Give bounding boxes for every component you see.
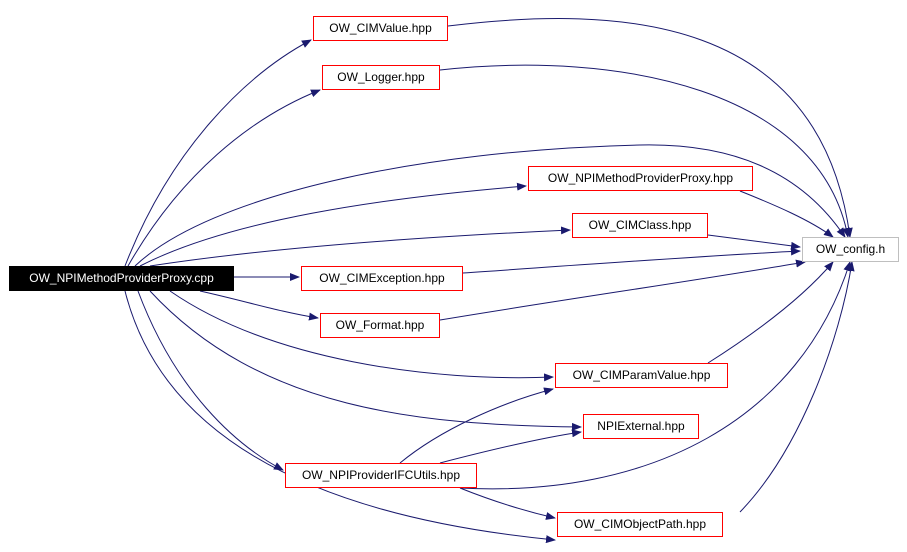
edge-cimvalue-to-config <box>447 18 853 238</box>
node-ow-npimethodproviderproxy-cpp[interactable]: OW_NPIMethodProviderProxy.cpp <box>9 266 234 291</box>
edge-root-to-format <box>199 290 319 321</box>
edge-root-to-logger <box>127 89 321 267</box>
node-ow-npiproviderifcutils-hpp[interactable]: OW_NPIProviderIFCUtils.hpp <box>285 463 477 488</box>
edge-npi_provider_ifc_utils-to-npiexternal <box>439 429 582 464</box>
node-ow-config-h[interactable]: OW_config.h <box>802 237 899 262</box>
node-ow-logger-hpp[interactable]: OW_Logger.hpp <box>322 65 440 90</box>
edge-cimparamvalue-to-config <box>707 261 834 364</box>
node-ow-cimexception-hpp[interactable]: OW_CIMException.hpp <box>301 266 463 291</box>
edge-cimclass-to-config <box>707 234 801 250</box>
edge-cimobjectpath-to-config <box>739 261 855 513</box>
edge-root-to-npi_provider_ifc_utils <box>137 290 284 471</box>
node-ow-cimvalue-hpp[interactable]: OW_CIMValue.hpp <box>313 16 448 41</box>
node-ow-cimclass-hpp[interactable]: OW_CIMClass.hpp <box>572 213 708 238</box>
edge-root-to-npi_method_provider_proxy_hpp <box>139 182 527 267</box>
edge-cimexception-to-config <box>462 247 801 274</box>
edge-root-to-cimparamvalue <box>169 290 554 382</box>
edge-root-to-cimobjectpath <box>124 290 556 544</box>
edge-npi_provider_ifc_utils-to-config <box>459 261 852 490</box>
node-npiexternal-hpp[interactable]: NPIExternal.hpp <box>583 414 699 439</box>
edge-root-to-cimvalue <box>124 39 312 267</box>
edge-logger-to-config <box>439 64 851 238</box>
edge-root-to-npiexternal <box>149 290 582 431</box>
node-ow-cimparamvalue-hpp[interactable]: OW_CIMParamValue.hpp <box>555 363 728 388</box>
edge-root-to-cimclass <box>149 226 571 267</box>
edge-npi_provider_ifc_utils-to-cimobjectpath <box>459 487 556 520</box>
edge-root-to-config <box>134 144 846 267</box>
node-ow-cimobjectpath-hpp[interactable]: OW_CIMObjectPath.hpp <box>557 512 723 537</box>
edge-format-to-config <box>439 259 806 321</box>
node-ow-format-hpp[interactable]: OW_Format.hpp <box>320 313 440 338</box>
edge-npi_provider_ifc_utils-to-cimparamvalue <box>399 387 554 464</box>
edge-npi_method_provider_proxy_hpp-to-config <box>739 190 834 238</box>
node-ow-npimethodproviderproxy-hpp[interactable]: OW_NPIMethodProviderProxy.hpp <box>528 166 753 191</box>
